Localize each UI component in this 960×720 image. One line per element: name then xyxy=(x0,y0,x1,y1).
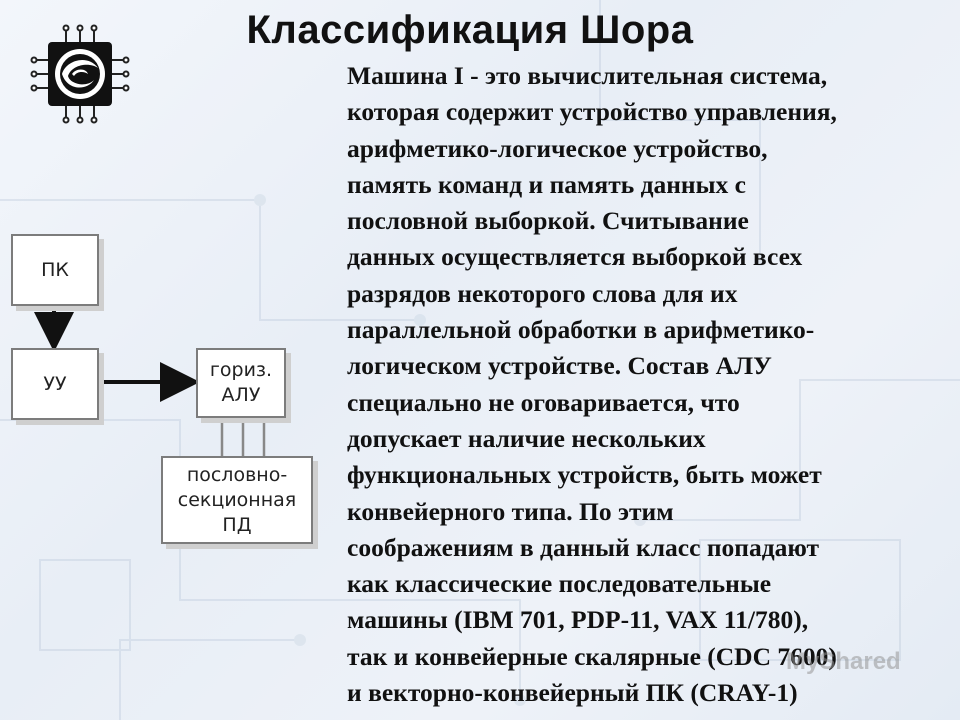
pd-label: пословно- секционная ПД xyxy=(177,463,297,536)
body-line: данных осуществляется выборкой всех xyxy=(347,242,803,272)
alu-box: гориз. АЛУ xyxy=(196,348,286,418)
body-line: и векторно-конвейерный ПК (CRAY-1) xyxy=(347,678,798,708)
body-line: так и конвейерные скалярные (CDC 7600) xyxy=(347,641,837,671)
pd-box: пословно- секционная ПД xyxy=(161,456,313,544)
alu-pd-bus xyxy=(220,417,266,456)
uu-label: УУ xyxy=(43,372,67,395)
body-line: параллельной обработки в арифметико- xyxy=(347,315,815,345)
uu-box: УУ xyxy=(11,348,99,420)
body-line: логическом устройстве. Состав АЛУ xyxy=(347,351,772,381)
slide-body-text: Машина I - это вычислительная система, к… xyxy=(347,58,960,711)
pk-label: ПК xyxy=(41,258,69,281)
body-line: арифметико-логическое устройство, xyxy=(347,133,768,163)
body-line: Машина I - это вычислительная система, xyxy=(347,61,828,90)
body-line: память команд и память данных с xyxy=(347,169,746,199)
body-line: специально не оговаривается, что xyxy=(347,387,740,417)
body-line: допускает наличие нескольких xyxy=(347,423,706,453)
watermark: MyShared xyxy=(786,648,901,675)
slide-title: Классификация Шора xyxy=(246,8,694,52)
pk-box: ПК xyxy=(11,234,99,306)
body-line: соображениям в данный класс попадают xyxy=(347,532,820,562)
body-line: функциональных устройств, быть может xyxy=(347,460,822,490)
alu-label: гориз. АЛУ xyxy=(209,359,273,406)
body-line: пословной выборкой. Считывание xyxy=(347,206,749,236)
body-line: машины (IBM 701, PDP-11, VAX 11/780), xyxy=(347,605,809,635)
chip-logo-icon xyxy=(30,24,130,124)
body-line: разрядов некоторого слова для их xyxy=(347,278,738,308)
body-line: конвейерного типа. По этим xyxy=(347,496,674,526)
body-line: которая содержит устройство управления, xyxy=(347,97,837,127)
body-line: как классические последовательные xyxy=(347,569,772,599)
